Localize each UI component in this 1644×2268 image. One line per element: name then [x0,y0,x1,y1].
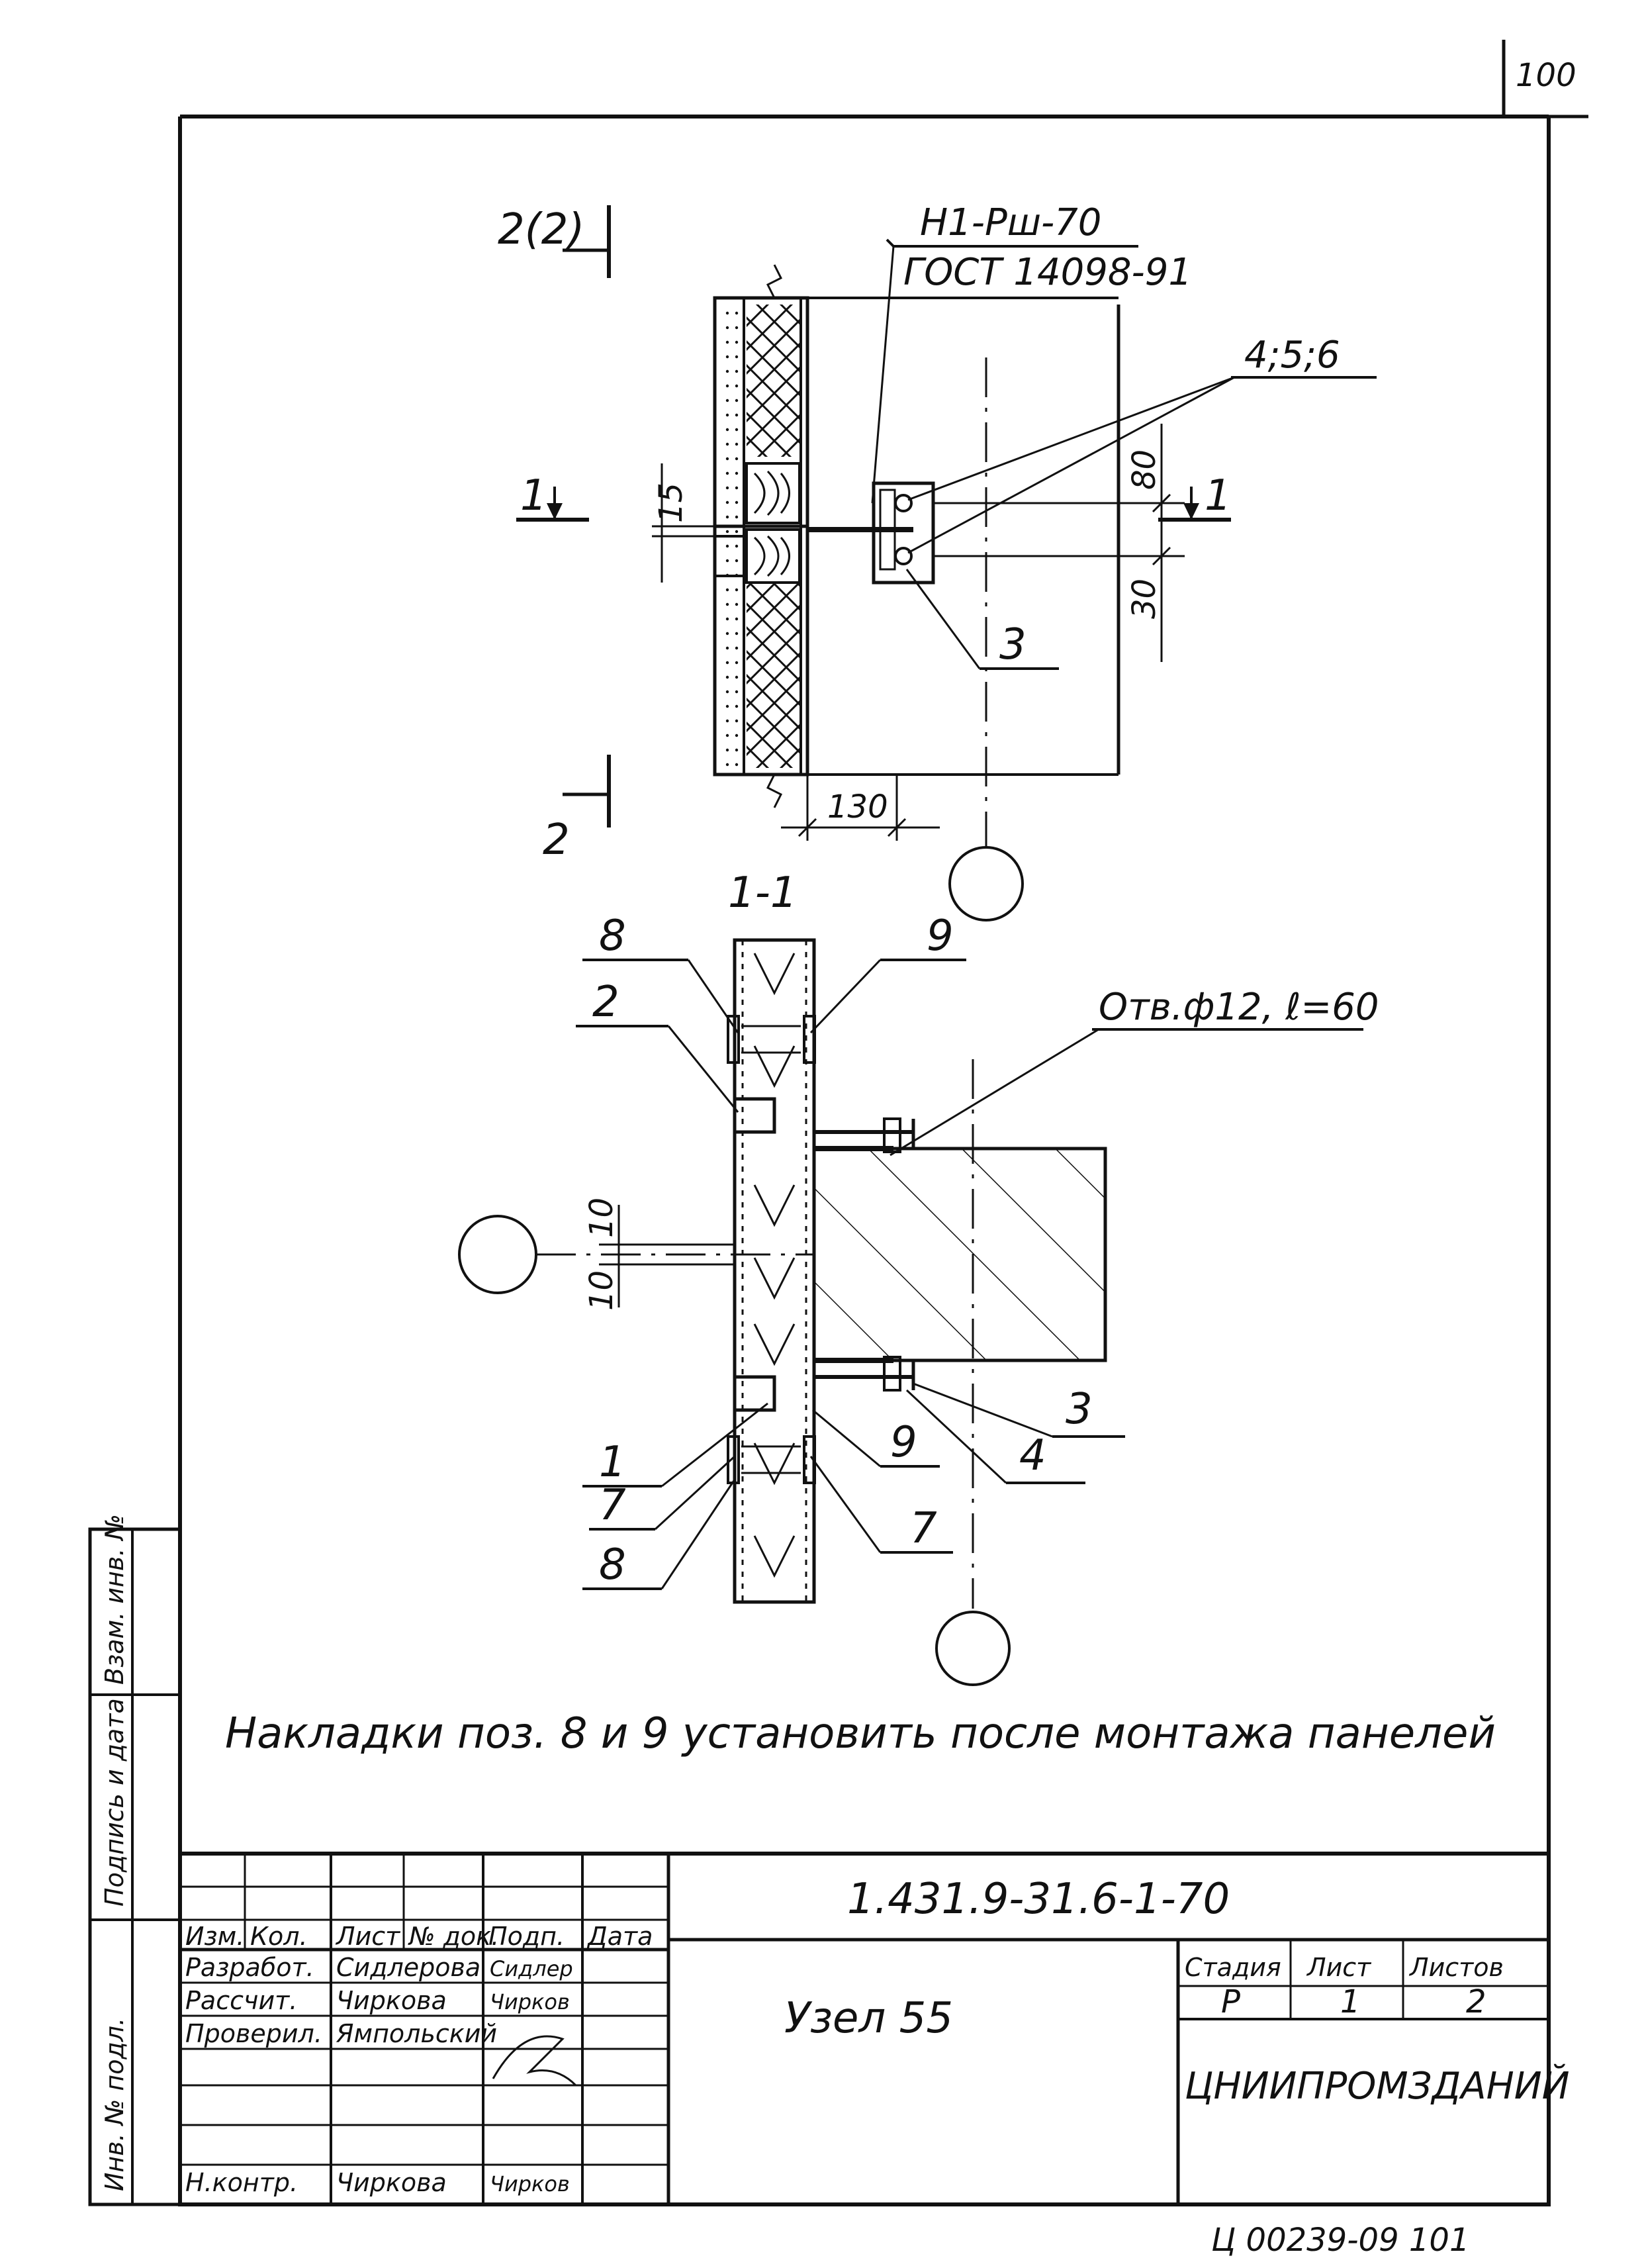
installation-note: Накладки поз. 8 и 9 установить после мон… [225,1709,1496,1758]
row-2-role: Рассчит. [185,1986,297,2015]
organization: ЦНИИПРОМЗДАНИЙ [1185,2065,1570,2108]
axis-bubble-section [935,1611,1011,1686]
section-title: 1-1 [728,869,798,918]
col-list: Лист [335,1922,401,1951]
dim-130: 130 [827,788,888,826]
stage-value: Р [1221,1983,1240,2020]
weld-label-1: Н1-Рш-70 [920,201,1101,244]
col-izm: Изм. [185,1922,244,1951]
footer-code: Ц 00239-09 101 [1211,2222,1470,2259]
stamp-sign-date: Подпись и дата [100,1698,129,1907]
col-ndok: № док. [408,1922,499,1951]
row-3-name: Ямпольский [336,2019,497,2048]
dim-80: 80 [1126,449,1163,490]
side-stamp: Инв. № подл. Подпись и дата Взам. инв. № [88,1514,182,2206]
dim-10-bottom: 10 [583,1270,620,1311]
callout-8-bottom: 8 [599,1540,626,1589]
callout-4: 4 [1019,1431,1046,1480]
axis-bubble-plan [948,846,1024,921]
callout-2: 2 [592,978,619,1027]
row-2-name: Чиркова [336,1986,447,2015]
row-3-role: Проверил. [185,2019,322,2048]
axis-bubble-horizontal [458,1215,537,1294]
title-block: Изм. Кол. Лист № док. Подп. Дата Разрабо… [178,1852,1570,2206]
row-5-name: Чиркова [336,2168,447,2197]
callout-1: 1 [599,1438,626,1487]
sheet-value: 1 [1340,1983,1361,2020]
stamp-inv-no: Инв. № подл. [100,2018,129,2191]
beam [812,1147,1107,1362]
section-mark-bottom: 2 [543,816,570,865]
sheets-value: 2 [1466,1983,1486,2020]
dim-10-top: 10 [583,1198,620,1238]
section-mark-top: 2(2) [498,205,584,254]
stamp-replace-inv: Взам. инв. № [100,1514,129,1685]
callout-9-top: 9 [927,912,954,961]
row-1-sign: Сидлер [490,1956,573,1981]
row-3-signature [492,2035,577,2087]
page-number: 100 [1516,57,1576,94]
row-1-name: Сидлерова [336,1953,480,1982]
cut-mark-left: 1 [520,471,547,520]
sheet-header: Лист [1306,1953,1372,1982]
plan-view: 2(2) 2 1 1 [498,201,1377,921]
overlay-plates [727,1015,816,1484]
section-view: 1-1 1 [458,869,1379,1686]
cut-mark-right: 1 [1205,471,1232,520]
row-1-role: Разработ. [185,1953,314,1982]
row-5-role: Н.контр. [185,2168,298,2197]
callout-7-right: 7 [910,1504,937,1553]
row-5-sign: Чирков [490,2171,570,2197]
timber-insert [745,462,801,584]
stage-header: Стадия [1185,1953,1281,1982]
hole-label: Отв.ф12, ℓ=60 [1099,986,1379,1029]
col-kol: Кол. [250,1922,308,1951]
callout-8-top: 8 [599,912,626,961]
sheets-header: Листов [1408,1953,1504,1982]
callout-456: 4;5;6 [1244,334,1340,377]
callout-7-left: 7 [599,1481,626,1530]
callout-3-plan: 3 [999,620,1027,669]
doc-code: 1.431.9-31.6-1-70 [847,1875,1230,1924]
dim-15: 15 [653,483,690,523]
row-2-sign: Чирков [490,1989,570,2014]
col-podp: Подп. [488,1922,565,1951]
callout-3-section: 3 [1066,1385,1093,1434]
node-name: Узел 55 [784,1994,953,2043]
weld-label-2: ГОСТ 14098-91 [903,251,1192,294]
callout-9-bottom: 9 [890,1418,917,1467]
col-data: Дата [586,1922,653,1951]
dim-30: 30 [1126,579,1163,619]
